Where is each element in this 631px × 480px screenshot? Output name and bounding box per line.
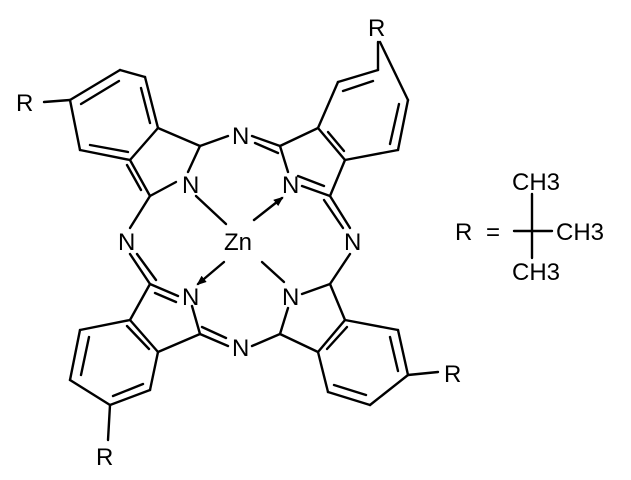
methyl-group: CH3 <box>556 219 604 246</box>
isoindole-top-right <box>278 40 410 198</box>
atom-n: N <box>182 284 199 311</box>
dative-bond-arrow <box>196 260 226 286</box>
atom-n: N <box>118 229 135 256</box>
atom-n: N <box>344 229 361 256</box>
zinc-coordination-bonds <box>194 194 286 286</box>
definition-equals: = <box>486 219 500 246</box>
isoindole-bottom-left <box>68 282 202 442</box>
atom-n: N <box>232 123 249 150</box>
atom-n: N <box>232 335 249 362</box>
aza-bridges <box>128 134 352 348</box>
substituent-r: R <box>16 90 33 117</box>
r-group-definition: R = CH3 CH3 CH3 <box>455 169 604 286</box>
substituent-labels: R R R R <box>16 15 461 471</box>
dative-bond-arrow <box>252 196 284 222</box>
atom-n: N <box>282 172 299 199</box>
atom-zn: Zn <box>224 229 252 256</box>
substituent-r: R <box>96 444 113 471</box>
methyl-group: CH3 <box>512 169 560 196</box>
substituent-r: R <box>368 15 385 42</box>
atom-n: N <box>182 172 199 199</box>
isoindole-bottom-right <box>278 282 440 407</box>
definition-r: R <box>455 219 472 246</box>
isoindole-top-left <box>42 68 202 198</box>
substituent-r: R <box>444 361 461 388</box>
methyl-group: CH3 <box>512 259 560 286</box>
atom-n: N <box>282 284 299 311</box>
atom-labels: N N N N N N N N Zn <box>118 123 361 362</box>
